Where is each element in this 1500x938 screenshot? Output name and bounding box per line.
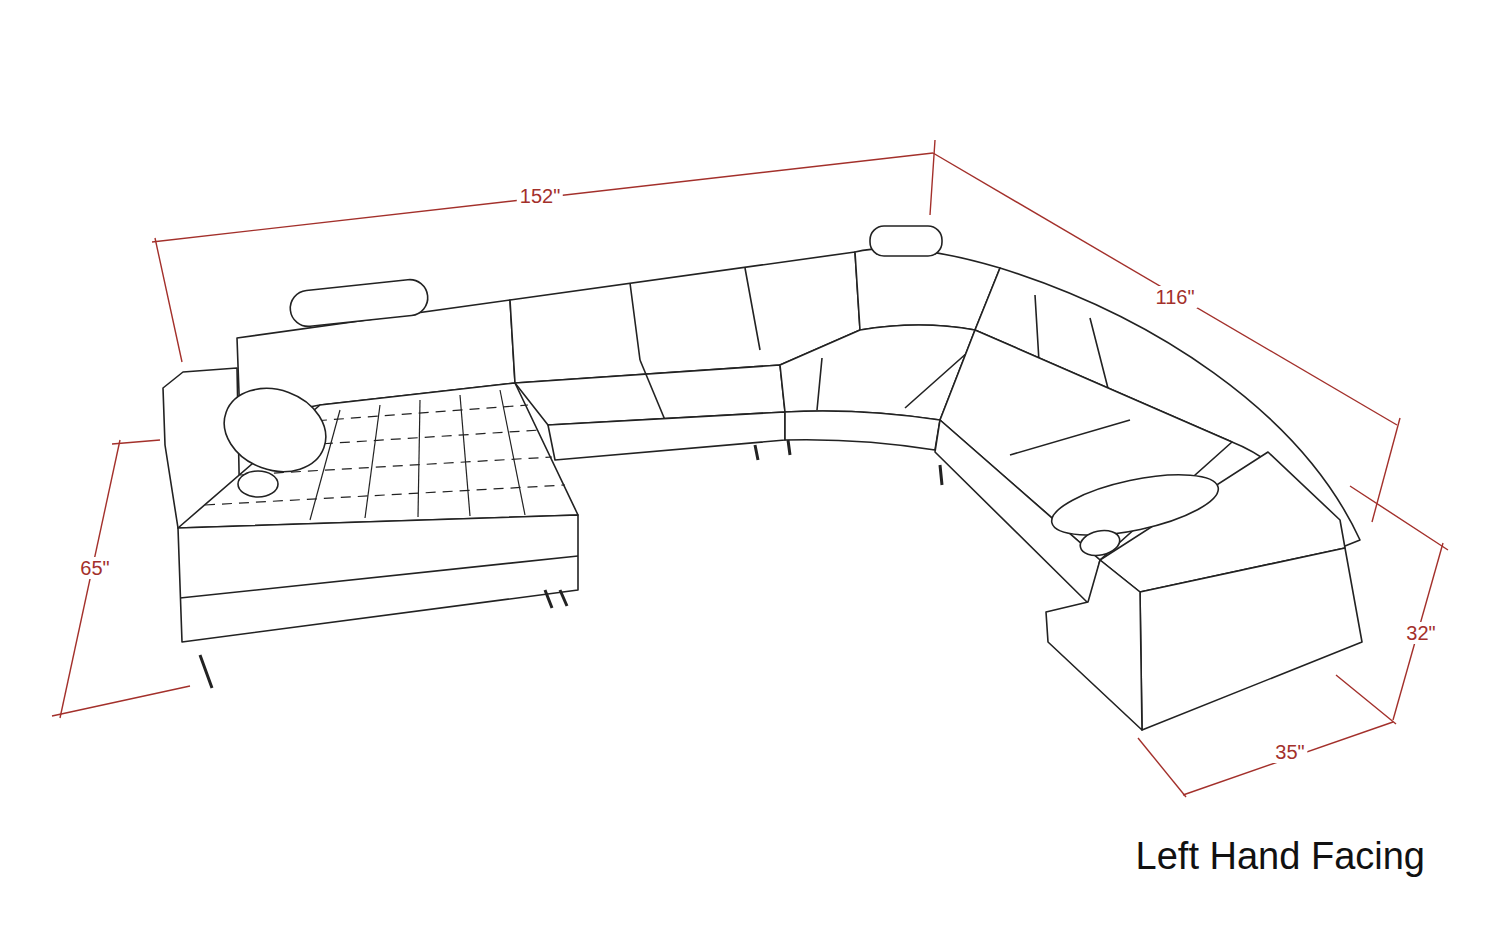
dimension-label: 152" bbox=[517, 185, 563, 207]
dimension-label: 35" bbox=[1272, 741, 1307, 763]
dimension-label: 116" bbox=[1153, 286, 1198, 308]
sofa-outline bbox=[163, 226, 1362, 730]
dimension-label: 32" bbox=[1403, 622, 1438, 644]
dimension-lines bbox=[52, 140, 1448, 797]
caption: Left Hand Facing bbox=[1136, 834, 1425, 878]
dimension-label: 65" bbox=[77, 557, 112, 579]
